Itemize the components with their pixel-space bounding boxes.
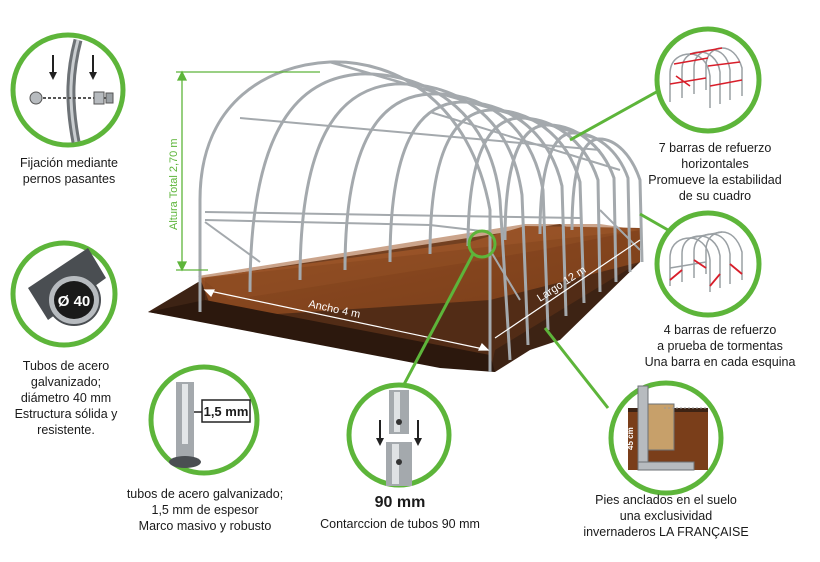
anchor-depth-label: 45 cm (626, 427, 635, 450)
tube-diameter-caption: Tubos de acero galvanizado; diámetro 40 … (14, 359, 118, 437)
height-label: Altura Total 2,70 m (168, 138, 180, 230)
leader-lines (398, 88, 669, 409)
horizontal-bars-icon (654, 26, 762, 134)
tube-cross-section-icon: Ø 40 (10, 240, 118, 348)
anchor-foot-icon: 45 cm 40 cm (608, 380, 724, 496)
width-dimension (203, 289, 490, 351)
ground-slab (148, 224, 640, 372)
anchor-feet-caption: Pies anclados en el suelo una exclusivid… (583, 493, 749, 539)
tube-thickness-caption: tubos de acero galvanizado; 1,5 mm de es… (126, 487, 284, 533)
tube-thickness-badge: 1,5 mm (204, 404, 249, 419)
tube-joint-icon (346, 382, 452, 488)
tube-joint-title: 90 mm (374, 494, 426, 511)
storm-bars-caption: 4 barras de refuerzo a prueba de torment… (644, 323, 796, 369)
height-dimension (176, 70, 320, 272)
length-dimension (494, 239, 641, 339)
greenhouse-frame (198, 60, 644, 372)
bolt-fixation-caption: Fijación mediante pernos pasantes (20, 156, 118, 186)
anchor-width-label: 40 cm (655, 474, 678, 483)
horizontal-bars-caption: 7 barras de refuerzo horizontales Promue… (648, 141, 782, 203)
tube-joint-caption: Contarccion de tubos 90 mm (320, 517, 480, 531)
storm-bars-icon (654, 210, 762, 318)
tube-wall-thickness-icon: 1,5 mm (148, 364, 260, 476)
bolt-fixation-icon (10, 32, 126, 148)
tube-diameter-badge: Ø 40 (58, 293, 91, 310)
